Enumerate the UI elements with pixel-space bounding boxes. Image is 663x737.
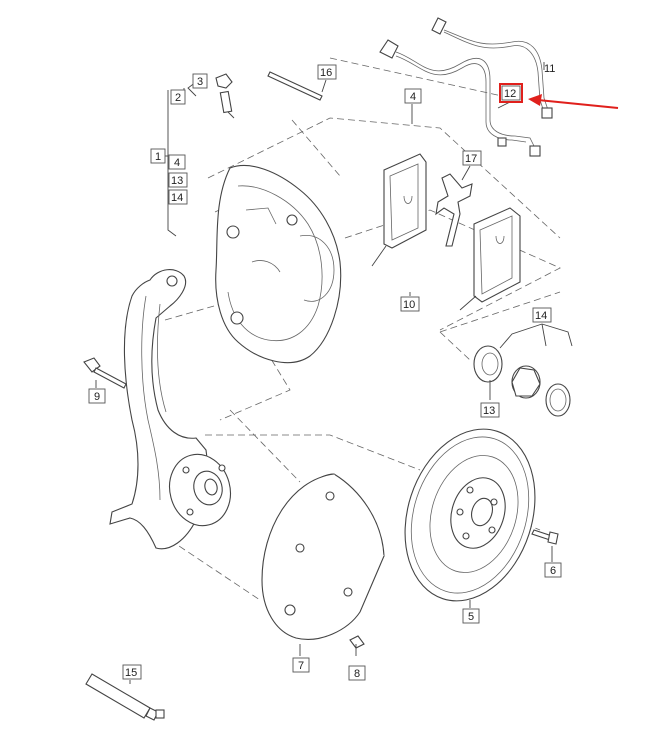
callout-13-left: 13 bbox=[168, 172, 188, 188]
callout-16: 16 bbox=[317, 64, 337, 80]
svg-text:8: 8 bbox=[354, 668, 360, 680]
svg-text:5: 5 bbox=[468, 611, 474, 623]
spring-clip bbox=[435, 173, 473, 247]
svg-text:4: 4 bbox=[410, 91, 416, 103]
brake-pads bbox=[371, 153, 521, 311]
callout-6: 6 bbox=[544, 562, 562, 578]
svg-text:10: 10 bbox=[403, 299, 415, 311]
grease-tube bbox=[85, 673, 165, 721]
brake-caliper bbox=[215, 164, 342, 364]
svg-text:12: 12 bbox=[504, 88, 516, 100]
svg-text:2: 2 bbox=[175, 92, 181, 104]
callout-1: 1 bbox=[150, 148, 166, 164]
svg-text:1: 1 bbox=[155, 151, 161, 163]
callout-9: 9 bbox=[88, 388, 106, 404]
svg-text:11: 11 bbox=[544, 63, 555, 75]
svg-text:14: 14 bbox=[171, 192, 183, 204]
screw-6 bbox=[531, 529, 559, 545]
svg-text:13: 13 bbox=[171, 175, 183, 187]
svg-text:9: 9 bbox=[94, 391, 100, 403]
splash-shield bbox=[261, 473, 385, 640]
svg-text:17: 17 bbox=[465, 153, 477, 165]
callout-12-highlight bbox=[499, 83, 523, 103]
svg-text:3: 3 bbox=[197, 76, 203, 88]
svg-text:4: 4 bbox=[174, 157, 180, 169]
guide-pin bbox=[267, 71, 323, 101]
leader-lines bbox=[95, 62, 573, 684]
callout-7: 7 bbox=[292, 657, 310, 673]
brake-disc bbox=[404, 428, 536, 602]
bolt-9 bbox=[83, 357, 127, 389]
highlight-arrow bbox=[528, 94, 619, 109]
wear-sensor-wires bbox=[379, 17, 553, 157]
svg-text:6: 6 bbox=[550, 565, 556, 577]
callout-15: 15 bbox=[122, 664, 142, 680]
wheel-hub bbox=[169, 453, 231, 527]
callout-4-top: 4 bbox=[404, 88, 422, 104]
svg-text:15: 15 bbox=[125, 667, 137, 679]
bleed-screw bbox=[215, 73, 235, 119]
callout-4-left: 4 bbox=[168, 154, 186, 170]
svg-text:16: 16 bbox=[320, 67, 332, 79]
wheel-bearing-seals bbox=[473, 345, 571, 417]
callout-17: 17 bbox=[462, 150, 482, 166]
callout-12: 12 bbox=[499, 83, 523, 103]
svg-text:14: 14 bbox=[535, 310, 547, 322]
callout-13-bearing: 13 bbox=[480, 402, 500, 418]
svg-text:13: 13 bbox=[483, 405, 495, 417]
callout-5: 5 bbox=[462, 608, 480, 624]
callout-3: 3 bbox=[192, 73, 208, 89]
callout-14-left: 14 bbox=[168, 189, 188, 205]
callout-10: 10 bbox=[400, 296, 420, 312]
callout-14-bearing: 14 bbox=[532, 307, 552, 323]
svg-text:7: 7 bbox=[298, 660, 304, 672]
callout-11: 11 bbox=[544, 63, 555, 75]
callout-2: 2 bbox=[170, 89, 186, 105]
callout-8: 8 bbox=[348, 665, 366, 681]
screw-8 bbox=[349, 635, 365, 656]
